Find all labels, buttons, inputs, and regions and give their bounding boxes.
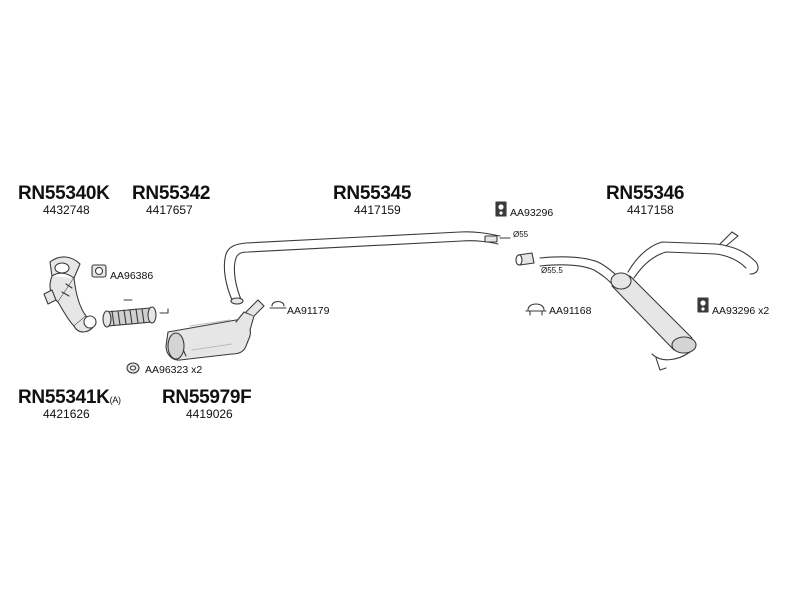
part-ref-4421626: 4421626 [43, 407, 90, 421]
accessory-aa96386-label: AA96386 [110, 270, 154, 282]
rubber-hanger-aa93296-top-drawing [495, 201, 507, 217]
part-code-rn55340k: RN55340K [18, 183, 110, 204]
dimension-d55-5-label: Ø55.5 [541, 266, 563, 275]
part-ref-4432748: 4432748 [43, 203, 90, 217]
rear-silencer-drawing [539, 231, 759, 371]
flex-pipe-drawing [102, 299, 169, 328]
gasket-aa96386-drawing [91, 264, 107, 278]
exhaust-manifold-drawing [43, 256, 97, 333]
part-code-rn55346: RN55346 [606, 183, 685, 204]
clamp-aa91179-drawing [269, 300, 287, 309]
accessory-aa91179-label: AA91179 [287, 305, 330, 317]
part-ref-4419026: 4419026 [186, 407, 233, 421]
catalytic-converter-drawing [165, 299, 265, 361]
part-suffix-a: (A) [109, 395, 121, 405]
part-ref-4417159: 4417159 [354, 203, 401, 217]
pipe-joint-drawing [515, 252, 535, 266]
accessory-aa93296-top-label: AA93296 [510, 207, 554, 219]
part-code-rn55342: RN55342 [132, 183, 211, 204]
part-code-rn55341k: RN55341K(A) [18, 387, 121, 409]
accessory-aa93296-right-label: AA93296 x2 [712, 305, 770, 317]
part-ref-4417657: 4417657 [146, 203, 193, 217]
intermediate-pipe-drawing [223, 231, 511, 305]
part-code-rn55979f: RN55979F [162, 387, 252, 408]
gasket-aa96323-drawing [126, 362, 140, 374]
accessory-aa91168-label: AA91168 [549, 305, 592, 317]
dimension-d55-label: Ø55 [513, 230, 529, 239]
rubber-hanger-aa93296-right-drawing [697, 297, 709, 313]
part-code-rn55341k-text: RN55341K [18, 387, 110, 408]
part-ref-4417158: 4417158 [627, 203, 674, 217]
accessory-aa96323-label: AA96323 x2 [145, 364, 203, 376]
part-code-rn55345: RN55345 [333, 183, 412, 204]
clamp-aa91168-drawing [525, 303, 547, 316]
